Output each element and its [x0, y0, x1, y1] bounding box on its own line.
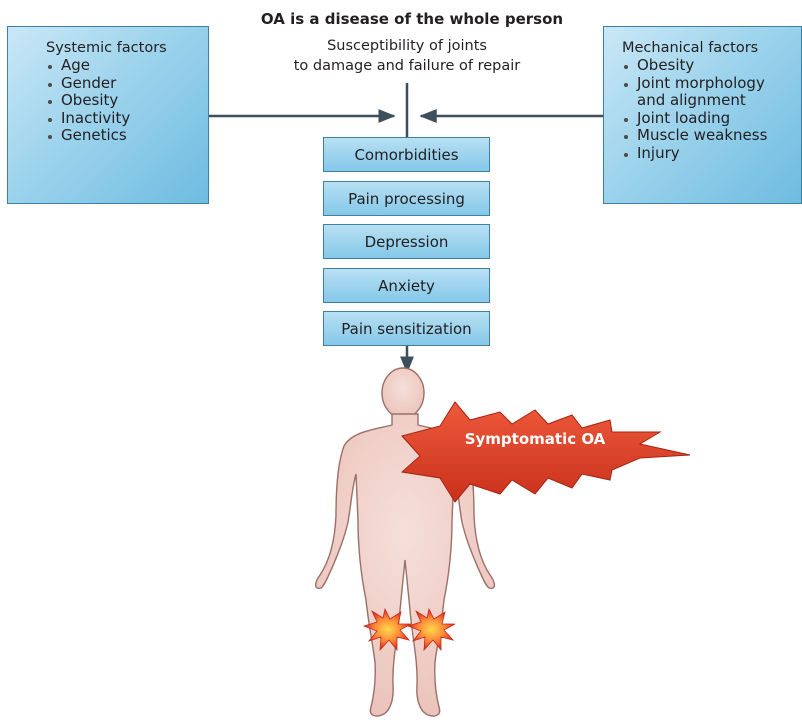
- systemic-factor-item: Age: [46, 56, 208, 75]
- symptomatic-oa-label: Symptomatic OA: [464, 430, 606, 448]
- subtitle-line-2: to damage and failure of repair: [293, 58, 521, 74]
- systemic-factors-title: Systemic factors: [46, 40, 167, 56]
- left-knee-pain-icon: [362, 607, 412, 652]
- diagram-title: OA is a disease of the whole person: [260, 10, 564, 28]
- systemic-factors-list: Age Gender Obesity Inactivity Genetics: [46, 56, 208, 145]
- knee-pain-icons: [362, 607, 456, 652]
- mechanical-factors-list: Obesity Joint morphology and alignment J…: [622, 56, 801, 163]
- systemic-factors-box: Systemic factors Age Gender Obesity Inac…: [7, 26, 209, 204]
- right-knee-pain-icon: [406, 607, 456, 652]
- systemic-factor-item: Obesity: [46, 91, 208, 110]
- mechanical-factor-item: Muscle weakness: [622, 126, 801, 145]
- mechanical-factor-item: Obesity: [622, 56, 801, 75]
- subtitle-line-1: Susceptibility of joints: [327, 38, 487, 54]
- stack-box-anxiety: Anxiety: [323, 268, 490, 303]
- systemic-factor-item: Gender: [46, 74, 208, 93]
- stack-box-pain-processing: Pain processing: [323, 181, 490, 216]
- diagram-subtitle: Susceptibility of joints to damage and f…: [242, 36, 572, 76]
- stack-box-depression: Depression: [323, 224, 490, 259]
- mechanical-factors-title: Mechanical factors: [622, 40, 759, 56]
- systemic-factor-item: Inactivity: [46, 109, 208, 128]
- mechanical-factors-box: Mechanical factors Obesity Joint morphol…: [603, 26, 802, 204]
- mechanical-factor-item: Joint loading: [622, 109, 801, 128]
- stack-box-pain-sensitization: Pain sensitization: [323, 311, 490, 346]
- systemic-factor-item: Genetics: [46, 126, 208, 145]
- symptomatic-burst-icon: [400, 401, 691, 503]
- mechanical-factor-item: Injury: [622, 144, 801, 163]
- mechanical-factor-item: Joint morphology and alignment: [622, 74, 787, 110]
- stack-box-comorbidities: Comorbidities: [323, 137, 490, 172]
